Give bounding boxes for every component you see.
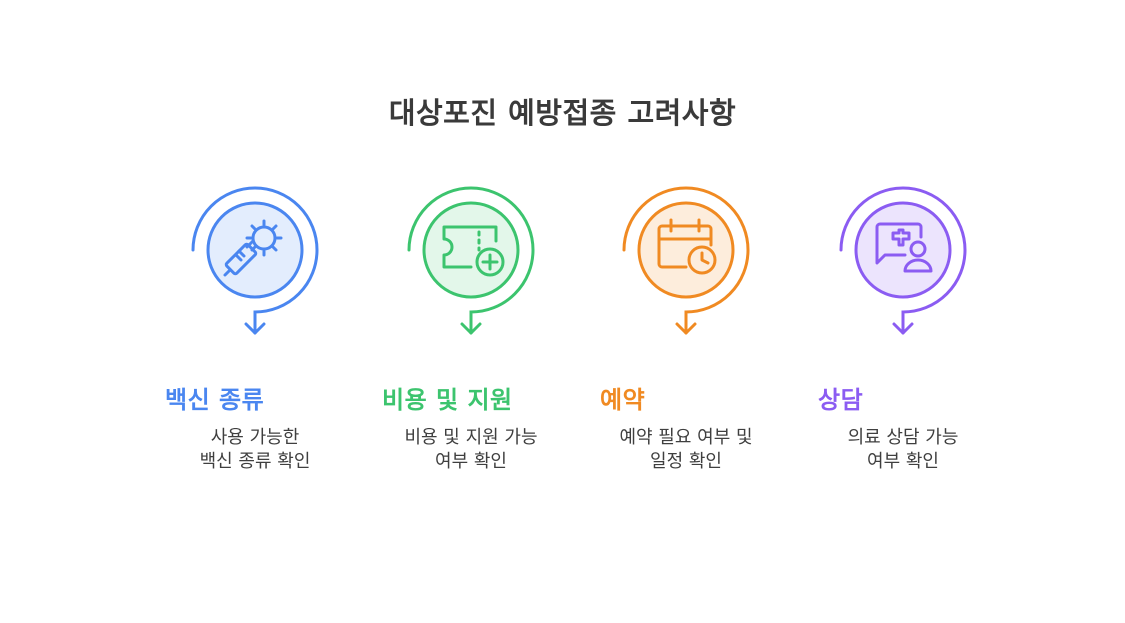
step-vaccine-type: 백신 종류 사용 가능한 백신 종류 확인 <box>155 170 355 490</box>
desc-line: 백신 종류 확인 <box>199 451 311 472</box>
desc-line: 의료 상담 가능 <box>847 427 959 448</box>
step-description: 비용 및 지원 가능 여부 확인 <box>371 426 571 474</box>
step-description: 의료 상담 가능 여부 확인 <box>803 426 1003 474</box>
page-title: 대상포진 예방접종 고려사항 <box>388 96 737 130</box>
step-description: 사용 가능한 백신 종류 확인 <box>155 426 355 474</box>
ring-graphic <box>191 186 319 335</box>
step-heading: 비용 및 지원 <box>382 386 513 414</box>
step-heading: 상담 <box>818 386 864 414</box>
ring-graphic <box>839 186 967 335</box>
step-heading: 백신 종류 <box>165 386 265 414</box>
vaccine-syringe-virus-icon <box>223 219 283 277</box>
ring-graphic <box>407 186 535 335</box>
calendar-clock-icon <box>657 218 717 275</box>
step-cost-support: 비용 및 지원 비용 및 지원 가능 여부 확인 <box>371 170 571 490</box>
desc-line: 사용 가능한 <box>210 427 300 448</box>
ring-graphic <box>622 186 750 335</box>
step-description: 예약 필요 여부 및 일정 확인 <box>586 426 786 474</box>
step-consultation: 상담 의료 상담 가능 여부 확인 <box>803 170 1003 490</box>
desc-line: 여부 확인 <box>867 451 939 472</box>
step-reservation: 예약 예약 필요 여부 및 일정 확인 <box>586 170 786 490</box>
desc-line: 비용 및 지원 가능 <box>404 427 538 448</box>
desc-line: 여부 확인 <box>435 451 507 472</box>
ticket-plus-icon <box>442 225 505 277</box>
desc-line: 예약 필요 여부 및 <box>619 427 753 448</box>
desc-line: 일정 확인 <box>650 451 722 472</box>
medical-chat-user-icon <box>875 222 933 273</box>
step-heading: 예약 <box>600 386 646 414</box>
